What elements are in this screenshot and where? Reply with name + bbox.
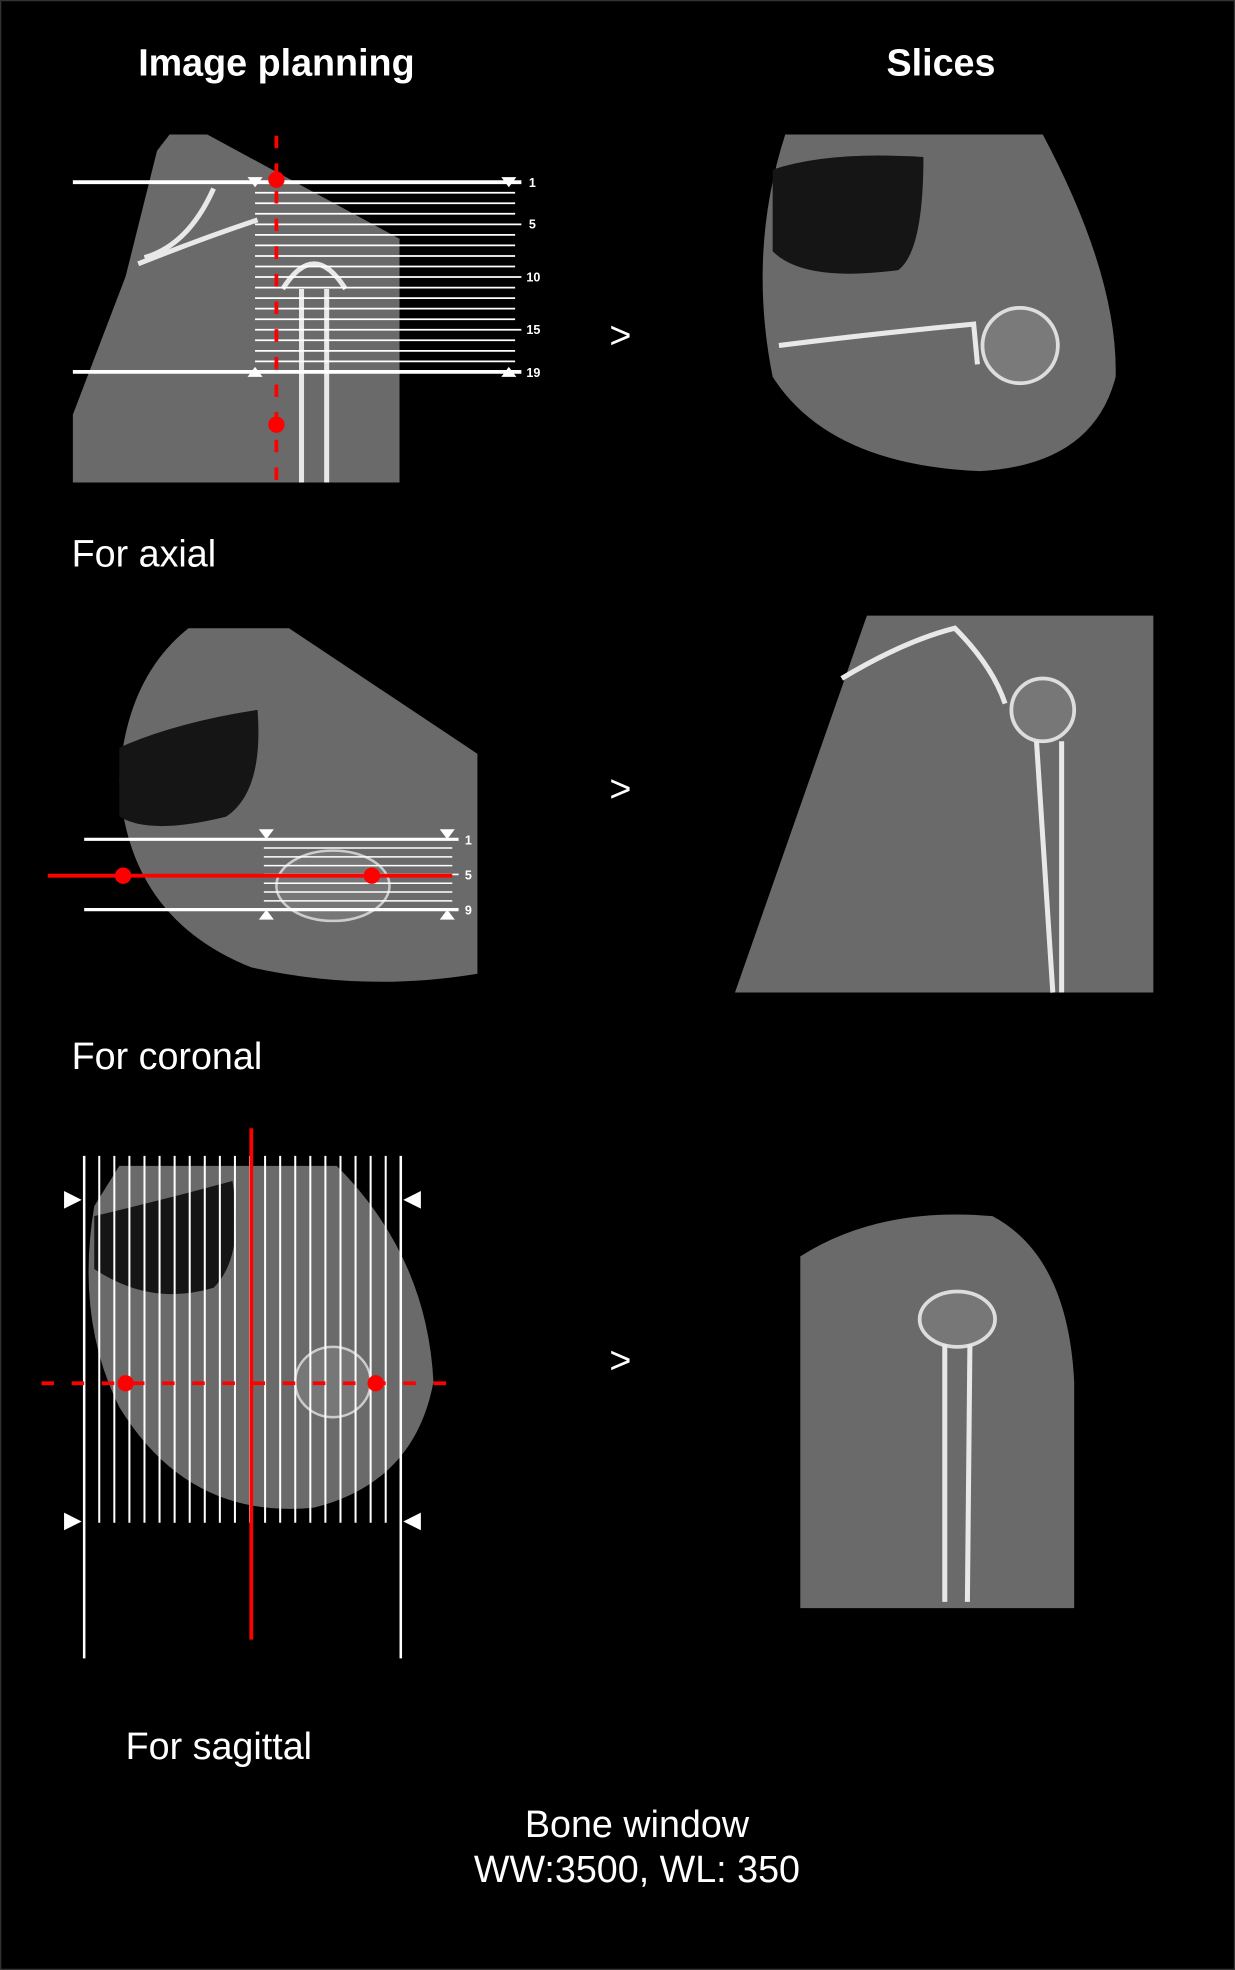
coronal-slice-image bbox=[734, 615, 1154, 993]
label-for-coronal: For coronal bbox=[72, 1035, 263, 1077]
label-for-sagittal: For sagittal bbox=[126, 1725, 312, 1767]
window-settings: WW:3500, WL: 350 bbox=[474, 1848, 800, 1890]
range-marker-icon bbox=[403, 1512, 421, 1531]
sagittal-slice-image bbox=[800, 1209, 1075, 1609]
reference-dot bbox=[363, 867, 381, 884]
axial-slice-label: 19 bbox=[526, 366, 540, 380]
reference-dot bbox=[268, 416, 285, 433]
axial-slice-image bbox=[762, 134, 1116, 472]
range-marker-icon bbox=[403, 1191, 421, 1209]
header-image-planning: Image planning bbox=[138, 41, 414, 83]
arrow-icon: > bbox=[609, 768, 631, 810]
coronal-slice-label: 5 bbox=[465, 868, 472, 882]
range-marker-icon bbox=[501, 177, 517, 188]
coronal-planning-image bbox=[119, 628, 478, 982]
range-marker-icon bbox=[501, 366, 517, 377]
axial-slice-label: 10 bbox=[526, 270, 540, 284]
coronal-slice-label: 9 bbox=[465, 904, 472, 918]
reference-dot bbox=[367, 1375, 384, 1392]
reference-dot bbox=[114, 867, 132, 884]
arrow-icon: > bbox=[609, 314, 631, 356]
range-marker-icon bbox=[258, 909, 274, 920]
reference-dot bbox=[268, 171, 285, 188]
range-marker-icon bbox=[64, 1191, 82, 1209]
axial-slice-label: 15 bbox=[526, 323, 540, 337]
window-title: Bone window bbox=[525, 1803, 750, 1845]
header-slices: Slices bbox=[887, 41, 996, 83]
reference-dot bbox=[117, 1375, 134, 1392]
arrow-icon: > bbox=[609, 1339, 631, 1381]
range-marker-icon bbox=[439, 909, 455, 920]
axial-slice-label: 5 bbox=[529, 218, 536, 232]
range-marker-icon bbox=[247, 177, 263, 188]
axial-slice-lines bbox=[72, 177, 522, 377]
range-marker-icon bbox=[439, 829, 455, 840]
range-marker-icon bbox=[64, 1512, 82, 1531]
label-for-axial: For axial bbox=[72, 533, 217, 575]
coronal-slice-label: 1 bbox=[465, 833, 472, 847]
axial-slice-label: 1 bbox=[529, 176, 536, 190]
sagittal-slice-lines bbox=[64, 1155, 421, 1659]
range-marker-icon bbox=[258, 829, 274, 840]
axial-planning-image bbox=[72, 134, 400, 483]
range-marker-icon bbox=[247, 366, 263, 377]
